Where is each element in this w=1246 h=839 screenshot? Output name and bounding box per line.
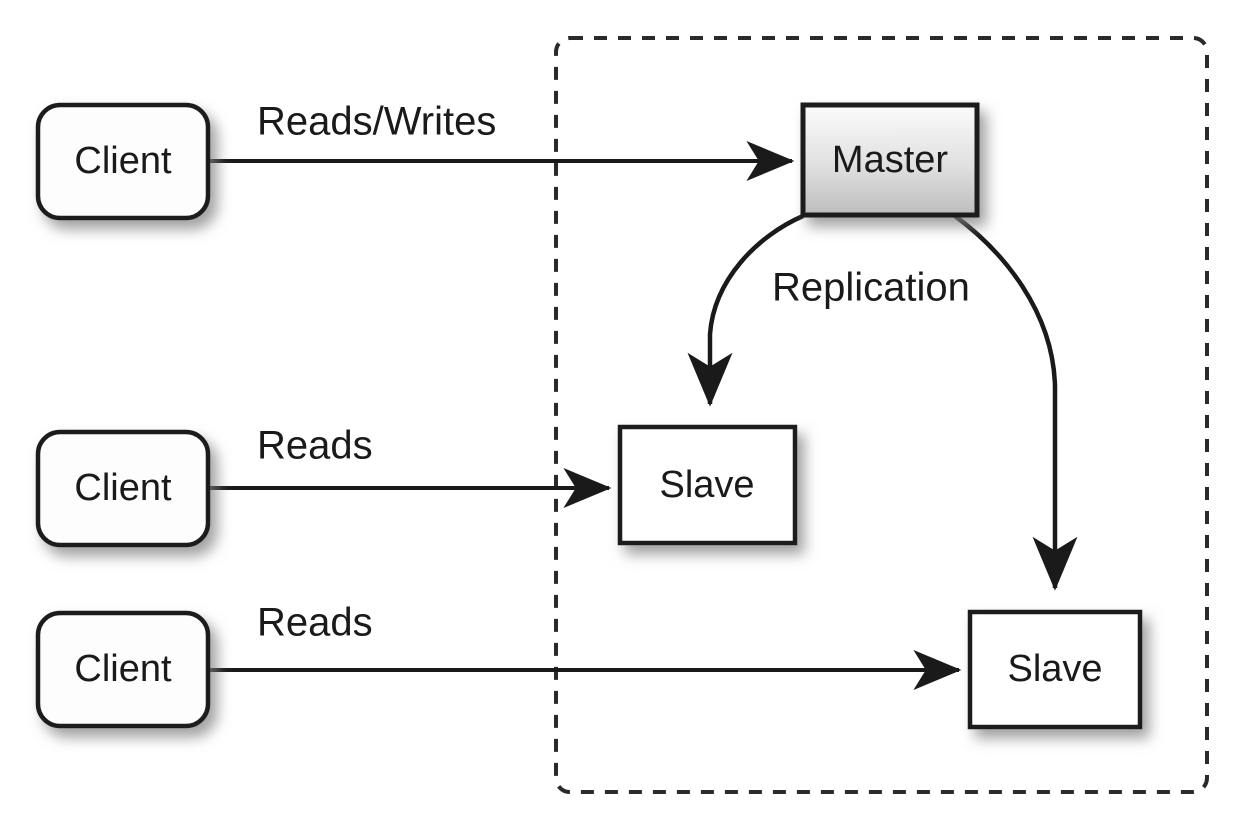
node-slave-2[interactable]: Slave — [967, 609, 1143, 730]
edge-master-slave1 — [687, 213, 804, 407]
client-3-label: Client — [74, 648, 172, 690]
client-1-label: Client — [74, 140, 172, 182]
slave-2-label: Slave — [1007, 648, 1102, 690]
node-slave-1[interactable]: Slave — [617, 424, 798, 546]
node-client-3[interactable]: Client — [35, 610, 211, 729]
edge-label-reads-1: Reads — [257, 424, 373, 468]
database-cluster-boundary — [554, 36, 1209, 794]
edge-label-replication: Replication — [772, 266, 970, 310]
node-client-1[interactable]: Client — [35, 102, 211, 221]
node-master[interactable]: Master — [800, 102, 980, 218]
client-2-box[interactable] — [35, 429, 211, 548]
client-1-box[interactable] — [35, 102, 211, 221]
edge-label-reads-2: Reads — [257, 601, 373, 645]
master-box[interactable] — [800, 102, 980, 218]
edge-master-slave2 — [953, 214, 1078, 591]
master-label: Master — [832, 139, 948, 181]
edge-label-reads-writes: Reads/Writes — [257, 100, 496, 144]
slave-1-box[interactable] — [617, 424, 798, 546]
client-3-box[interactable] — [35, 610, 211, 729]
node-client-2[interactable]: Client — [35, 429, 211, 548]
client-2-label: Client — [74, 467, 172, 509]
slave-2-box[interactable] — [967, 609, 1143, 730]
slave-1-label: Slave — [659, 464, 754, 506]
